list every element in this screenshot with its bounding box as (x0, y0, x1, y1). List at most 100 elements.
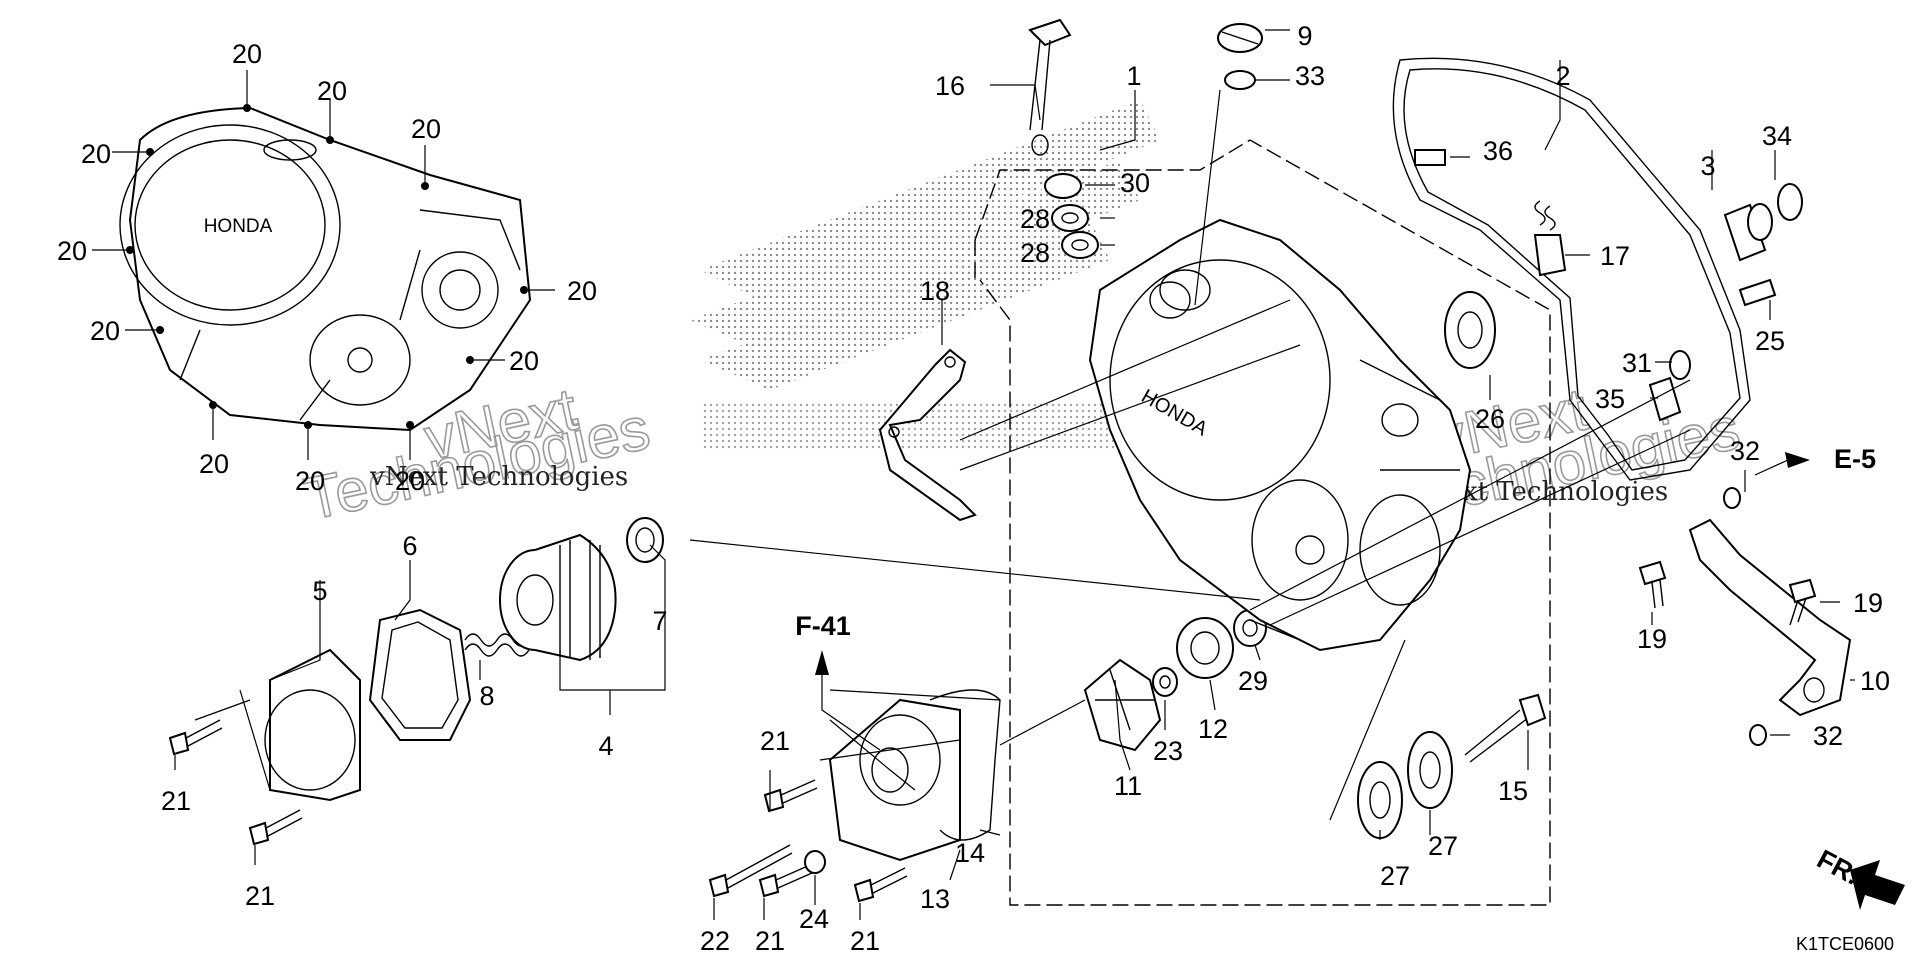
o-ring-32-upper (1723, 487, 1741, 509)
ref-f41-arrow (815, 650, 881, 751)
washer-24 (804, 850, 826, 874)
filter-spring (464, 633, 530, 657)
label-22: 22 (700, 926, 730, 956)
labels: 20 20 20 20 20 20 20 20 20 20 20 20 1 2 … (57, 21, 1894, 956)
label-33: 33 (1295, 61, 1325, 91)
label-14: 14 (955, 838, 985, 868)
filler-cap-o-ring (1224, 70, 1256, 90)
label-28: 28 (1020, 238, 1050, 268)
label-21: 21 (760, 726, 790, 756)
bolt-21-c (763, 779, 818, 813)
leader-lines (174, 29, 1855, 920)
bolt-22 (708, 844, 793, 898)
bolt-19-left (1638, 560, 1667, 609)
label-20: 20 (81, 139, 111, 169)
label-30: 30 (1120, 168, 1150, 198)
label-20: 20 (509, 346, 539, 376)
bolt-21-a (168, 719, 223, 756)
o-ring-34 (1777, 183, 1803, 221)
label-26: 26 (1475, 404, 1505, 434)
leaders-20 (92, 70, 555, 460)
filter-o-ring (626, 517, 664, 563)
bolt-21-b (248, 809, 303, 846)
label-25: 25 (1755, 326, 1785, 356)
ref-f41: F-41 (795, 611, 851, 641)
label-31: 31 (1622, 348, 1652, 378)
label-13: 13 (920, 884, 950, 914)
label-4: 4 (598, 731, 613, 761)
dowel-pin-25 (1738, 278, 1777, 307)
seal-28-upper (1051, 204, 1089, 232)
label-8: 8 (479, 681, 494, 711)
washer-23 (1152, 667, 1178, 697)
front-arrow (1850, 860, 1905, 910)
label-27: 27 (1380, 861, 1410, 891)
oil-filter-element (499, 533, 617, 662)
water-pump-cover (828, 698, 961, 862)
label-10: 10 (1860, 666, 1890, 696)
honda-logo-text: HONDA (204, 216, 273, 237)
o-ring-31 (1669, 350, 1691, 380)
dowel-pin-36 (1414, 149, 1446, 166)
bolt-21-e (853, 867, 908, 903)
label-21: 21 (161, 786, 191, 816)
bearing-27-right (1407, 731, 1453, 809)
clutch-cover-left: HONDA (119, 106, 532, 432)
label-3: 3 (1700, 151, 1715, 181)
label-5: 5 (312, 576, 327, 606)
label-6: 6 (402, 531, 417, 561)
label-29: 29 (1238, 666, 1268, 696)
label-2: 2 (1555, 61, 1570, 91)
label-21: 21 (755, 926, 785, 956)
bearing-26 (1444, 291, 1496, 369)
spring-17 (1533, 200, 1567, 277)
label-20: 20 (57, 236, 87, 266)
label-15: 15 (1498, 776, 1528, 806)
ref-e5: E-5 (1834, 444, 1876, 474)
bolt-19-right (1788, 578, 1817, 626)
collar-3 (1723, 203, 1773, 262)
label-20: 20 (395, 466, 425, 496)
label-23: 23 (1153, 736, 1183, 766)
label-20: 20 (567, 276, 597, 306)
oil-filter-cover (264, 648, 361, 802)
right-crankcase-cover: HONDA (1088, 218, 1472, 652)
label-18: 18 (920, 276, 950, 306)
label-32: 32 (1730, 436, 1760, 466)
water-pipe (1688, 518, 1852, 717)
filter-gasket (368, 608, 472, 741)
label-36: 36 (1483, 136, 1513, 166)
o-ring-32-lower (1749, 724, 1767, 746)
bracket (878, 348, 977, 522)
seal-28-lower (1061, 231, 1099, 259)
label-19: 19 (1853, 588, 1883, 618)
impeller (1083, 658, 1162, 752)
bolt-15 (1464, 693, 1547, 763)
label-20: 20 (199, 449, 229, 479)
label-20: 20 (411, 114, 441, 144)
diagram-code: K1TCE0600 (1796, 934, 1894, 954)
label-12: 12 (1198, 714, 1228, 744)
label-32: 32 (1813, 721, 1843, 751)
background-wing-logo (690, 100, 1200, 450)
label-35: 35 (1595, 384, 1625, 414)
label-11: 11 (1114, 771, 1142, 801)
label-16: 16 (935, 71, 965, 101)
o-ring-30 (1044, 173, 1082, 199)
ref-e5-arrow (1754, 452, 1810, 476)
label-34: 34 (1762, 121, 1792, 151)
label-20: 20 (317, 76, 347, 106)
bolt-21-d (758, 864, 813, 898)
label-24: 24 (799, 904, 829, 934)
cover-gasket (1392, 57, 1751, 481)
bearing-27-left (1357, 761, 1403, 839)
label-27: 27 (1428, 831, 1458, 861)
label-17: 17 (1600, 241, 1630, 271)
label-20: 20 (295, 466, 325, 496)
assembly-dashed-outline (974, 139, 1551, 906)
mechanical-seal (1176, 617, 1234, 679)
label-19: 19 (1637, 624, 1667, 654)
label-7: 7 (652, 606, 667, 636)
